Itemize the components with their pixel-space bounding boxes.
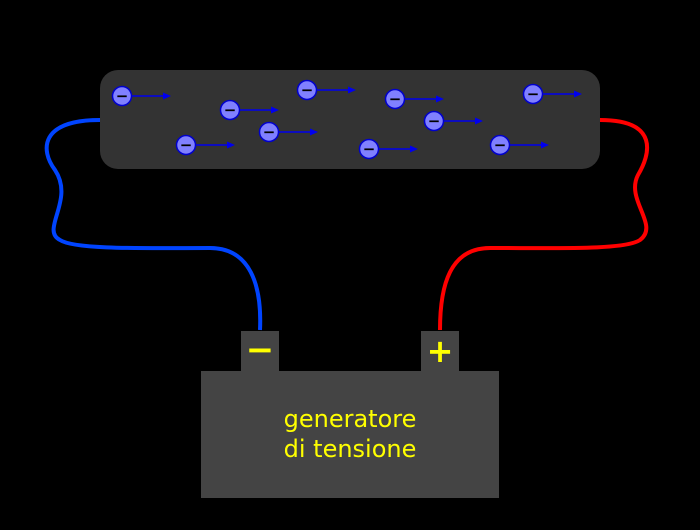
electron-arrow-head — [574, 90, 582, 98]
conductor-bar — [100, 70, 600, 169]
positive-wire — [438, 118, 650, 331]
positive-terminal — [421, 331, 459, 373]
electron-arrow-head — [348, 86, 356, 94]
electron-circle — [522, 83, 544, 105]
electron-arrow-head — [475, 117, 483, 125]
electron-arrow-head — [410, 145, 418, 153]
electron-sign: − — [389, 90, 402, 108]
electron: − — [258, 121, 318, 143]
electron: − — [111, 85, 171, 107]
electron: − — [175, 134, 235, 156]
electron-sign: − — [363, 140, 376, 158]
electron-arrow-head — [310, 128, 318, 136]
electron: − — [296, 79, 356, 101]
electron-circle — [175, 134, 197, 156]
electron-circle — [384, 88, 406, 110]
electron: − — [489, 134, 549, 156]
electron-circle — [423, 110, 445, 132]
electron-sign: − — [527, 85, 540, 103]
electron: − — [358, 138, 418, 160]
electron-arrow-head — [163, 92, 171, 100]
electron-sign: − — [301, 81, 314, 99]
electron-sign: − — [428, 112, 441, 130]
electron-sign: − — [494, 136, 507, 154]
battery-body — [201, 371, 499, 498]
positive-sign: + — [427, 332, 454, 370]
electron-arrow-head — [541, 141, 549, 149]
electron-circle — [219, 99, 241, 121]
electron: − — [384, 88, 444, 110]
battery-label-line1: generatore — [284, 405, 417, 433]
electron-sign: − — [180, 136, 193, 154]
electrons-group: − − − − − − − − − − — [111, 79, 582, 160]
electron-circle — [111, 85, 133, 107]
electron-circle — [358, 138, 380, 160]
negative-wire — [44, 118, 263, 331]
electron: − — [522, 83, 582, 105]
electron-arrow-head — [436, 95, 444, 103]
battery-label-line2: di tensione — [284, 435, 417, 463]
electron: − — [423, 110, 483, 132]
electron-sign: − — [224, 101, 237, 119]
electron: − — [219, 99, 279, 121]
electron-circle — [258, 121, 280, 143]
electron-sign: − — [116, 87, 129, 105]
negative-sign: − — [246, 330, 275, 370]
electron-arrow-head — [227, 141, 235, 149]
electron-arrow-head — [271, 106, 279, 114]
negative-terminal — [241, 331, 279, 373]
electron-sign: − — [263, 123, 276, 141]
electron-circle — [296, 79, 318, 101]
electron-circle — [489, 134, 511, 156]
